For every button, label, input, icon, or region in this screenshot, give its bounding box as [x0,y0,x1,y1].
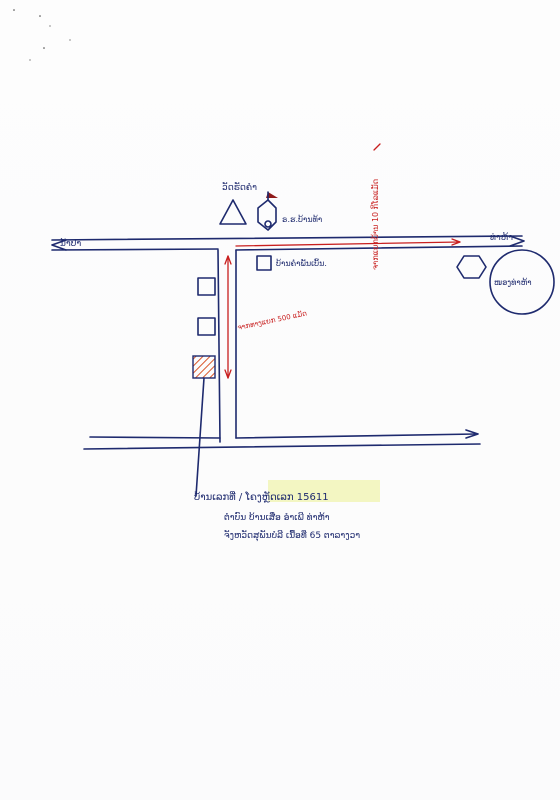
house-icon [197,277,216,296]
address-highlight [268,480,380,502]
bottom-arrow-icon [465,429,479,439]
nearby-house-icon [256,255,272,271]
left-destination-label: ນ້ຳປາ [60,238,81,249]
school-icon [257,191,278,231]
address-line-1: ບ້ານເລກທີ່ / ໂຄງຫຼັດເລກ 15611 [194,490,329,503]
temple-icon [219,199,247,225]
target-plot-icon [192,355,216,379]
red-tick-mark [373,143,381,151]
landmark-hexagon-icon [456,255,487,279]
address-line-3: ຈັງຫວັດສຸພັນບໍລີ ເນື້ອທີ່ 65 ຕາລາງວາ [224,530,361,542]
nearby-house-label: ບ້ານຄຳພັນເບິ້ນ. [276,258,327,268]
pond-label: ໜອງທ່າຫ້າ [494,277,532,287]
address-line-2: ຕຳບົນ ບ້ານເສື່ອ ອຳເພີ ທ່າຫ້າ [224,512,330,523]
right-arrow-icon [509,235,525,247]
school-label: ຣ.ຮ.ບ້ານທ້າ [282,214,322,224]
bottom-road [83,429,481,450]
pond-icon [489,249,555,315]
main-road-distance-label: ຈາກແຍກບ້ານ 10 ກິໂລແມັດ [370,179,380,270]
left-arrow-icon [51,239,67,251]
pointer-line [195,377,205,497]
side-road [217,249,237,443]
temple-label: ວັດຮັດຄຳ [222,182,257,193]
main-road-distance-marker [235,238,461,247]
paper-specks [13,9,71,61]
house-icon [197,317,216,336]
main-road [51,235,525,251]
side-road-distance-marker [224,255,232,379]
side-road-distance-label: ຈາກທາງແຍກ 500 ແມັດ [237,309,308,332]
right-destination-label: ທ່າຫ້າ [490,232,513,243]
